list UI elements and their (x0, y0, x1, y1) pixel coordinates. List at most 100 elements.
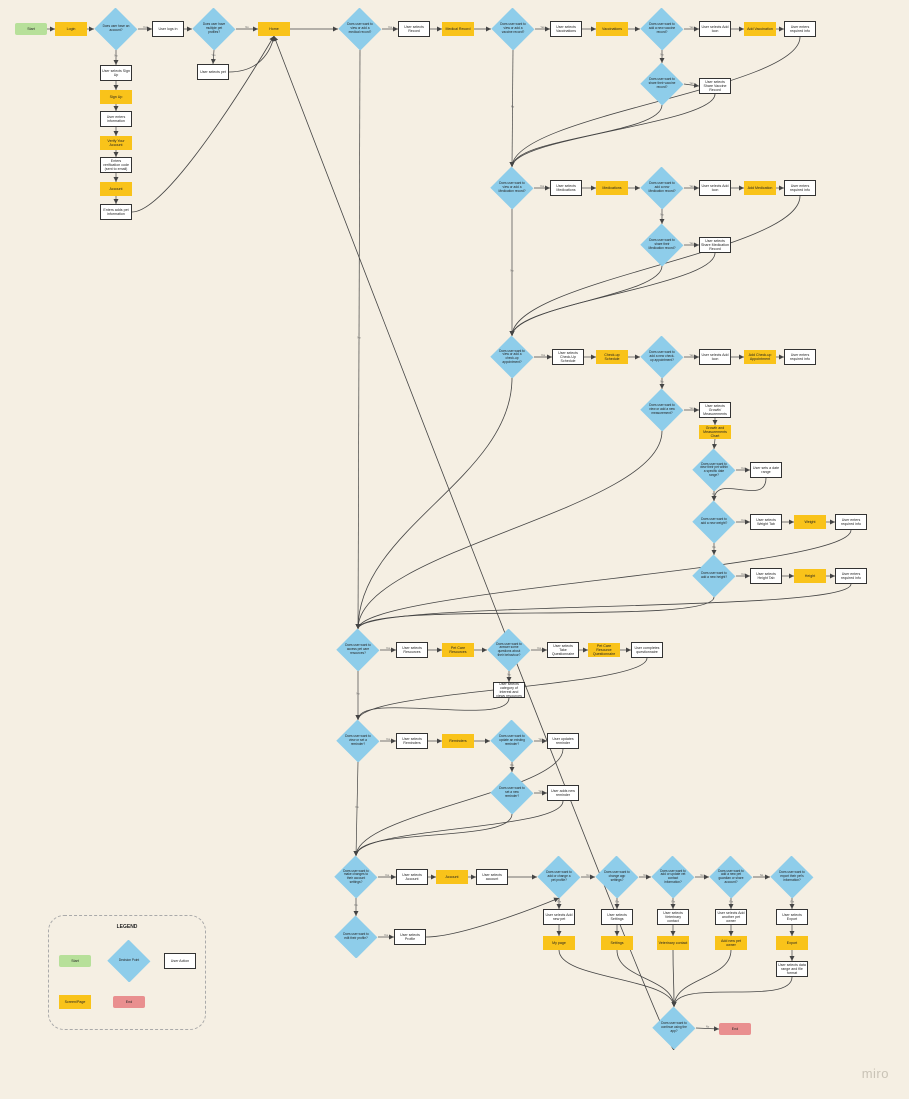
node-add-vacc: Add Vaccination (744, 22, 776, 36)
node-d-med-share: Does user want to share their Medication… (640, 224, 684, 266)
node-add-checkup: Add Check-up Appointment (744, 350, 776, 364)
node-quest: Pet Care Resource Questionnaire (588, 643, 620, 657)
node-label: User selects Record (404, 24, 424, 33)
edge-label-no: No (245, 25, 249, 29)
node-signup: Sign Up (100, 90, 132, 104)
node-label: Does user want to add a new check-up app… (649, 350, 675, 362)
node-add-rem: User adds new reminder (547, 785, 579, 801)
node-d-checkup: Does user want to view or add a check-up… (490, 336, 534, 378)
node-sel-add-med: User selects Add Icon (699, 180, 731, 196)
node-d-vacc-add: Does user want to add a new vaccine reco… (640, 8, 684, 50)
node-label: User selects Profile (400, 932, 420, 941)
node-d-resources: Does user want to access pet care resour… (336, 629, 380, 671)
node-sel-daterange: User sets a date range (750, 462, 782, 478)
node-sel-add-checkup: User selects Add Icon (699, 349, 731, 365)
node-sel-account: User selects Account (396, 869, 428, 885)
edge-label-yes: Yes (741, 466, 746, 470)
edge-sel_daterange-d_weight (711, 477, 767, 502)
edge-label-yes: Yes (388, 25, 393, 29)
edge-label-yes: Yes (741, 572, 746, 576)
node-label: Does user have multiple pet profiles? (202, 22, 226, 34)
legend-item-label: Start (71, 958, 79, 963)
node-d-vetcontact: Does user want to add or update vet cont… (651, 856, 695, 898)
edge-label-no: No (510, 269, 514, 273)
node-d-guardian: Does user want to add a new pet guardian… (709, 856, 753, 898)
edge-d_height-d_resources (355, 596, 715, 630)
node-export: Export (776, 936, 808, 950)
node-label: Weight (804, 519, 816, 524)
node-label: User completes questionnaire (634, 645, 660, 654)
node-label: Growth and Measurements Chart (703, 425, 727, 439)
node-d-account-settings: Does user want to make changes to their … (334, 856, 378, 898)
node-label: Does user want to view their pet within … (700, 461, 728, 477)
node-label: Account (445, 874, 459, 879)
edge-export_range-d_done (671, 976, 793, 1008)
edge-sel_category-d_reminders (355, 697, 510, 721)
node-signin: User logs in (152, 21, 184, 37)
edge-label-no: No (712, 492, 716, 496)
node-settings: Settings (601, 936, 633, 950)
node-update-rem: User updates reminder (547, 733, 579, 749)
edge-label-yes: Yes (538, 737, 543, 741)
node-sel-addnewpet: User selects Add new pet (543, 909, 575, 925)
node-label: Home (269, 26, 279, 31)
node-enterinfo: User enters information (100, 111, 132, 127)
node-label: User enters required info (841, 571, 861, 580)
node-mypage: My page (543, 936, 575, 950)
edge-label-no: No (660, 380, 664, 384)
edge-label-yes: Yes (211, 53, 216, 57)
edge-label-no: No (356, 692, 360, 696)
edge-d_done-end (695, 1026, 720, 1032)
legend-title: LEGEND (116, 924, 138, 930)
node-checkup: Check-up Schedule (596, 350, 628, 364)
node-label: Check-up Schedule (604, 352, 620, 361)
node-growth: Growth and Measurements Chart (699, 425, 731, 439)
edge-label-yes: Yes (689, 81, 694, 85)
node-label: Does user want to continue using the app… (661, 1021, 687, 1033)
node-label: Enters adds pet information (103, 207, 129, 216)
edge-label-no: No (586, 873, 590, 877)
edge-info_height-d_resources (355, 583, 852, 630)
node-sel-height: User selects Height Tab (750, 568, 782, 584)
node-sel-export: User selects Export (776, 909, 808, 925)
node-sel-med: User selects Medications (550, 180, 582, 196)
edge-label-yes: Yes (689, 25, 694, 29)
node-label: Medical Record (445, 26, 471, 31)
node-d-reminders: Does user want to view or set a reminder… (336, 720, 380, 762)
node-d-records: Does user want to view or add a medical … (338, 8, 382, 50)
node-d-settings: Does user want to change app settings? (595, 856, 639, 898)
node-sel-checkup: User selects Check-Up Schedule (552, 349, 584, 365)
node-d-med: Does user want to view or add a Medicati… (490, 167, 534, 209)
node-d-weight: Does user want to add a new weight? (692, 501, 736, 543)
node-d-addpet: Does user want to add or change a pet pr… (537, 856, 581, 898)
node-label: User selects Settings (607, 912, 627, 921)
node-label: User enters required info (790, 24, 810, 33)
node-label: User selects Check-Up Schedule (558, 350, 578, 364)
node-label: Verify Your Account (107, 138, 125, 147)
node-d-height: Does user want to add a new height? (692, 555, 736, 597)
edge-label-yes: Yes (729, 900, 734, 904)
edge-label-yes: Yes (790, 900, 795, 904)
edge-label-no: No (660, 213, 664, 217)
node-label: My page (552, 940, 566, 945)
node-vetcontact: Veterinary contact (657, 936, 689, 950)
node-label: Pet Care Resources (449, 645, 467, 654)
edge-label-no: No (354, 903, 358, 907)
edge-label-yes: Yes (384, 933, 389, 937)
node-label: Does user want to view or add a Medicati… (498, 181, 526, 193)
node-info-vacc: User enters required info (784, 21, 816, 37)
node-med: Medications (596, 181, 628, 195)
edge-share_vacc-d_med (509, 93, 716, 168)
edge-add_rem-d_account_settings (353, 800, 564, 857)
node-label: User updates reminder (552, 736, 574, 745)
node-label: Does user want to add or update vet cont… (660, 868, 686, 884)
node-d-multipets: Does user have multiple pet profiles? (192, 8, 236, 50)
edge-label-no: No (355, 805, 359, 809)
node-d-profile: Does user want to edit their profile? (334, 916, 378, 958)
edge-label-no: No (760, 873, 764, 877)
node-label: Does user want to share their vaccine re… (648, 77, 676, 89)
node-export-range: User selects data range and file format (776, 961, 808, 977)
edge-share_med-d_checkup (509, 252, 716, 337)
node-label: User selects Reminders (402, 736, 422, 745)
